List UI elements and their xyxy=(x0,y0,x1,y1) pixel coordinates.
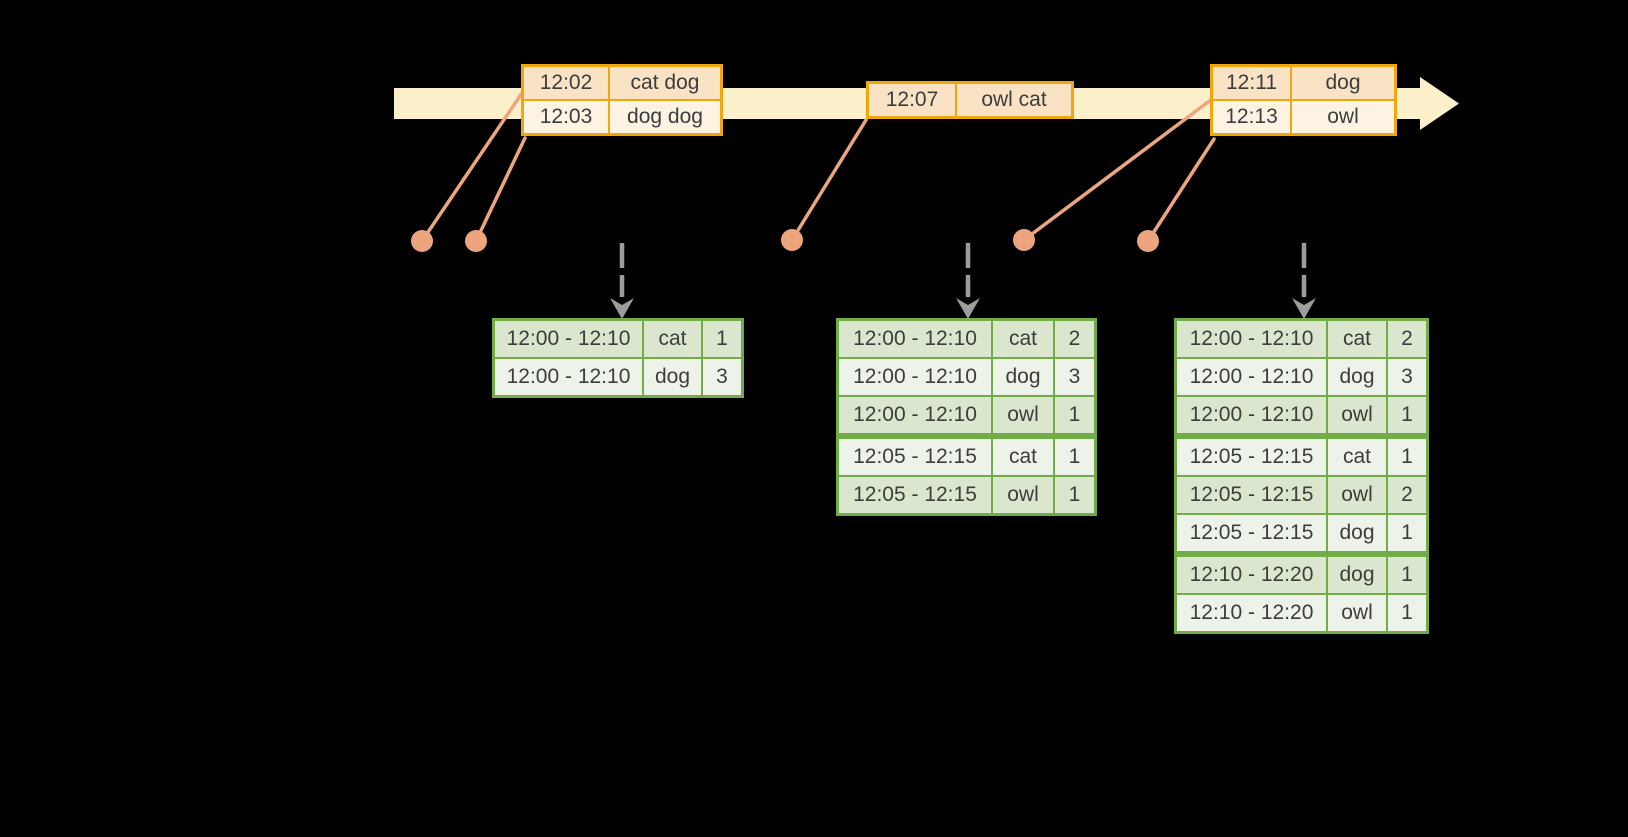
word-cell: dog xyxy=(1328,359,1386,395)
event-table-1: 12:02 cat dog 12:03 dog dog xyxy=(521,64,723,136)
word-cell: owl xyxy=(993,477,1053,513)
table-row: 12:05 - 12:15 owl 1 xyxy=(839,477,1094,513)
event-connector-line xyxy=(1022,97,1214,242)
window-cell: 12:05 - 12:15 xyxy=(1177,439,1326,475)
event-time: 12:13 xyxy=(1213,101,1290,133)
event-table-3: 12:11 dog 12:13 owl xyxy=(1210,64,1397,136)
word-cell: cat xyxy=(993,321,1053,357)
table-row: 12:10 - 12:20 dog 1 xyxy=(1177,557,1426,593)
event-time: 12:07 xyxy=(869,84,955,116)
word-cell: owl xyxy=(1328,397,1386,433)
table-row: 12:00 - 12:10 cat 1 xyxy=(495,321,741,357)
window-cell: 12:05 - 12:15 xyxy=(839,477,991,513)
event-words: cat dog xyxy=(610,67,720,99)
event-marker-dot xyxy=(781,229,803,251)
event-connector-line xyxy=(474,136,527,243)
count-cell: 1 xyxy=(1388,397,1426,433)
table-row: 12:05 - 12:15 dog 1 xyxy=(1177,515,1426,551)
event-connector-lines xyxy=(420,91,1216,243)
window-cell: 12:10 - 12:20 xyxy=(1177,595,1326,631)
word-cell: owl xyxy=(993,397,1053,433)
table-row: 12:00 - 12:10 cat 2 xyxy=(1177,321,1426,357)
table-row: 12:05 - 12:15 owl 2 xyxy=(1177,477,1426,513)
event-row: 12:03 dog dog xyxy=(524,101,720,133)
word-cell: cat xyxy=(993,439,1053,475)
count-cell: 1 xyxy=(1055,439,1094,475)
count-cell: 1 xyxy=(1388,515,1426,551)
word-cell: owl xyxy=(1328,477,1386,513)
event-time: 12:03 xyxy=(524,101,608,133)
count-cell: 1 xyxy=(1055,397,1094,433)
window-cell: 12:00 - 12:10 xyxy=(1177,321,1326,357)
word-cell: dog xyxy=(993,359,1053,395)
event-row: 12:02 cat dog xyxy=(524,67,720,99)
word-cell: cat xyxy=(1328,439,1386,475)
table-row: 12:00 - 12:10 dog 3 xyxy=(495,359,741,395)
result-table-1: 12:00 - 12:10 cat 1 12:00 - 12:10 dog 3 xyxy=(492,318,744,398)
event-marker-dot xyxy=(1013,229,1035,251)
trigger-arrows xyxy=(610,243,1316,319)
window-cell: 12:00 - 12:10 xyxy=(495,321,642,357)
event-marker-dot xyxy=(465,230,487,252)
table-row: 12:10 - 12:20 owl 1 xyxy=(1177,595,1426,631)
event-time: 12:02 xyxy=(524,67,608,99)
window-cell: 12:00 - 12:10 xyxy=(1177,359,1326,395)
count-cell: 1 xyxy=(703,321,741,357)
event-marker-dot xyxy=(411,230,433,252)
trigger-arrowhead-icon xyxy=(610,298,634,319)
window-cell: 12:00 - 12:10 xyxy=(1177,397,1326,433)
window-cell: 12:00 - 12:10 xyxy=(839,397,991,433)
count-cell: 1 xyxy=(1388,557,1426,593)
event-row: 12:13 owl xyxy=(1213,101,1394,133)
event-marker-dot xyxy=(1137,230,1159,252)
event-connector-line xyxy=(1146,137,1216,243)
window-cell: 12:05 - 12:15 xyxy=(1177,515,1326,551)
event-connector-line xyxy=(420,91,524,243)
trigger-arrowhead-icon xyxy=(1292,298,1316,319)
count-cell: 1 xyxy=(1388,595,1426,631)
event-words: owl xyxy=(1292,101,1394,133)
count-cell: 3 xyxy=(1055,359,1094,395)
timeline-arrowhead-icon xyxy=(1420,77,1459,130)
event-words: owl cat xyxy=(957,84,1071,116)
table-row: 12:00 - 12:10 dog 3 xyxy=(839,359,1094,395)
count-cell: 2 xyxy=(1055,321,1094,357)
word-cell: cat xyxy=(1328,321,1386,357)
window-cell: 12:10 - 12:20 xyxy=(1177,557,1326,593)
count-cell: 2 xyxy=(1388,321,1426,357)
window-cell: 12:00 - 12:10 xyxy=(839,321,991,357)
window-cell: 12:00 - 12:10 xyxy=(839,359,991,395)
table-row: 12:00 - 12:10 cat 2 xyxy=(839,321,1094,357)
word-cell: dog xyxy=(644,359,701,395)
trigger-arrowhead-icon xyxy=(956,298,980,319)
word-cell: owl xyxy=(1328,595,1386,631)
event-words: dog dog xyxy=(610,101,720,133)
event-time: 12:11 xyxy=(1213,67,1290,99)
count-cell: 3 xyxy=(703,359,741,395)
count-cell: 3 xyxy=(1388,359,1426,395)
window-cell: 12:00 - 12:10 xyxy=(495,359,642,395)
event-connector-line xyxy=(790,118,868,242)
count-cell: 2 xyxy=(1388,477,1426,513)
event-row: 12:11 dog xyxy=(1213,67,1394,99)
table-row: 12:00 - 12:10 owl 1 xyxy=(1177,397,1426,433)
table-row: 12:05 - 12:15 cat 1 xyxy=(1177,439,1426,475)
table-row: 12:00 - 12:10 owl 1 xyxy=(839,397,1094,433)
result-table-2: 12:00 - 12:10 cat 2 12:00 - 12:10 dog 3 … xyxy=(836,318,1097,516)
event-marker-dots xyxy=(411,229,1159,252)
word-cell: cat xyxy=(644,321,701,357)
word-cell: dog xyxy=(1328,515,1386,551)
window-cell: 12:05 - 12:15 xyxy=(1177,477,1326,513)
event-row: 12:07 owl cat xyxy=(869,84,1071,116)
table-row: 12:05 - 12:15 cat 1 xyxy=(839,439,1094,475)
window-cell: 12:05 - 12:15 xyxy=(839,439,991,475)
count-cell: 1 xyxy=(1388,439,1426,475)
table-row: 12:00 - 12:10 dog 3 xyxy=(1177,359,1426,395)
event-table-2: 12:07 owl cat xyxy=(866,81,1074,119)
word-cell: dog xyxy=(1328,557,1386,593)
count-cell: 1 xyxy=(1055,477,1094,513)
event-words: dog xyxy=(1292,67,1394,99)
result-table-3: 12:00 - 12:10 cat 2 12:00 - 12:10 dog 3 … xyxy=(1174,318,1429,634)
